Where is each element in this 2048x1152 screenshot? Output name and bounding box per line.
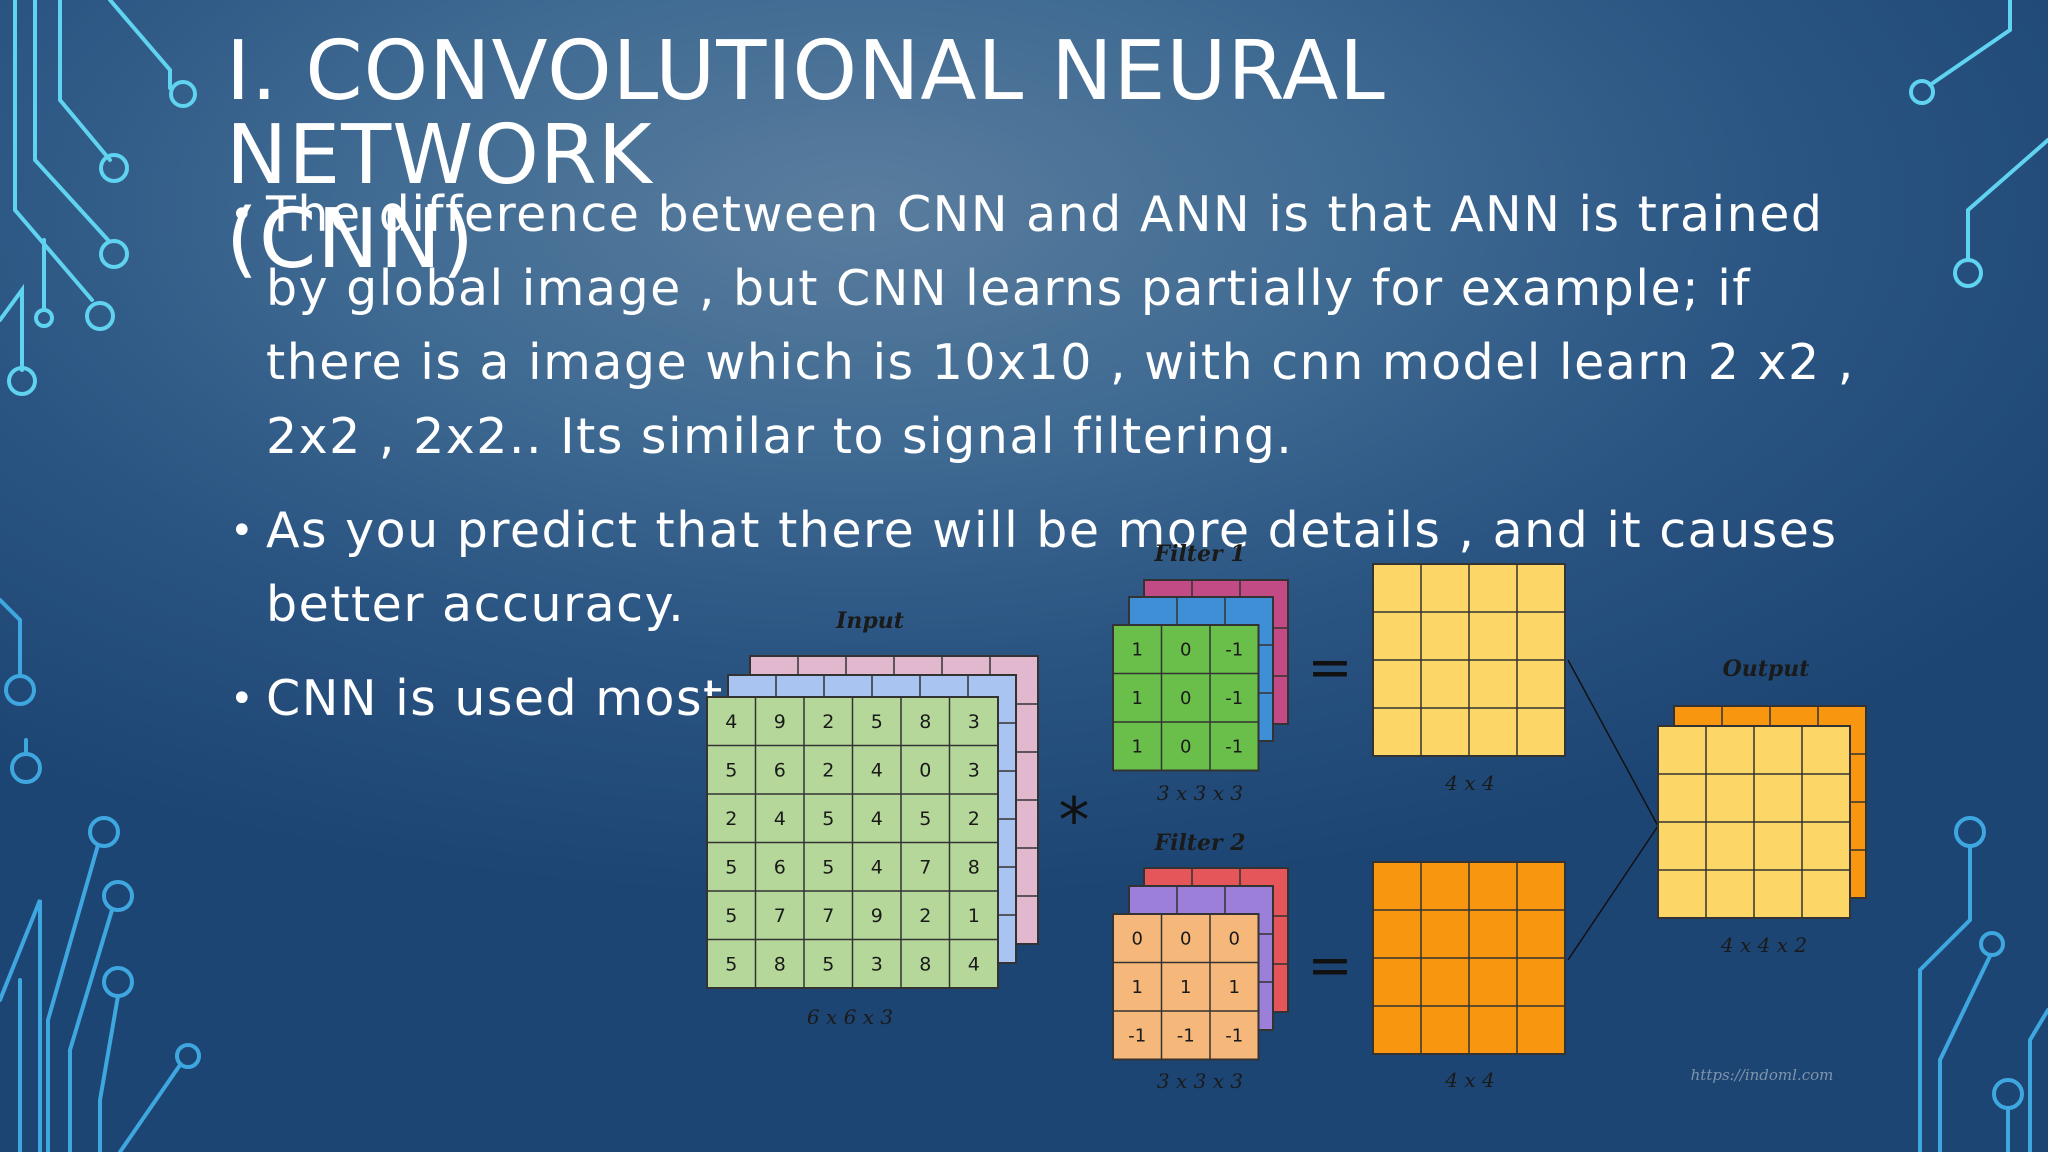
filter2-layer-front-cell: 1: [1132, 977, 1143, 998]
input-dims-label: 6 x 6 x 3: [807, 1005, 893, 1029]
input-layer-front-cell: 9: [871, 905, 883, 927]
bullet-dot-icon: •: [230, 508, 256, 554]
result2-grid: [1372, 861, 1566, 1055]
input-layer-front-cell: 2: [968, 808, 980, 830]
filter2-layer-front-cell: -1: [1128, 1026, 1146, 1047]
filter1-layer-front-cell: 1: [1132, 737, 1143, 758]
input-layer-front-cell: 3: [968, 711, 980, 733]
filter1-layer-front-cell: -1: [1225, 737, 1243, 758]
input-layer-front-cell: 4: [871, 760, 883, 782]
input-layer-front-cell: 5: [871, 711, 883, 733]
input-layer-front-cell: 7: [774, 905, 786, 927]
filter2-layer-front-cell: 1: [1180, 977, 1191, 998]
filter2-dims-label: 3 x 3 x 3: [1157, 1069, 1243, 1093]
input-layer-front-cell: 5: [919, 808, 931, 830]
filter2-layer-front-cell: 0: [1229, 929, 1240, 950]
output-dims-label: 4 x 4 x 2: [1720, 933, 1807, 957]
result2-dims-label: 4 x 4: [1444, 1068, 1494, 1092]
equals-symbol-2: =: [1307, 934, 1352, 997]
input-layer-front-cell: 4: [968, 954, 980, 976]
result1-grid: [1372, 563, 1566, 757]
filter1-dims-label: 3 x 3 x 3: [1157, 781, 1243, 805]
filter1-layer-front-cell: -1: [1225, 688, 1243, 709]
filter2-layer-front-cell: 0: [1132, 929, 1143, 950]
input-layer-front-cell: 8: [919, 711, 931, 733]
watermark-text: https://indoml.com: [1691, 1066, 1834, 1084]
filter1-layer-front-bg: [1112, 624, 1260, 772]
slide-title-line2: (CNN): [226, 192, 475, 287]
input-layer-front-cell: 0: [919, 760, 931, 782]
filter2-layer-front: 0 0 0 1 1 1 -1 -1 -1: [1112, 913, 1260, 1061]
filter2-layer-front-cell: -1: [1225, 1026, 1243, 1047]
input-layer-front-cell: 5: [725, 905, 737, 927]
output-layer-front: [1657, 725, 1851, 919]
equals-symbol-1: =: [1307, 636, 1352, 699]
filter2-label: Filter 2: [1153, 830, 1245, 856]
bullet-item: • The difference between CNN and ANN is …: [226, 178, 1876, 474]
input-layer-front-cell: 5: [725, 857, 737, 879]
input-layer-front-cell: 8: [774, 954, 786, 976]
input-layer-front-cell: 5: [822, 857, 834, 879]
filter1-layer-front-cell: 1: [1132, 640, 1143, 661]
input-layer-front-cell: 6: [774, 760, 786, 782]
input-layer-front: 4 9 2 5 8 3 5 6 2 4 0 3 2 4 5 4 5 2 5 6 5 4 7 8 5 7 7 9 2 1 5 8 5 3 8 4: [706, 696, 999, 989]
convolution-symbol: *: [1059, 784, 1090, 857]
input-layer-front-cell: 2: [725, 808, 737, 830]
bullet-dot-icon: •: [230, 192, 256, 238]
input-layer-front-cell: 2: [919, 905, 931, 927]
bullet-text: The difference between CNN and ANN is th…: [266, 186, 1855, 465]
filter1-layer-front-cell: 0: [1180, 737, 1191, 758]
input-layer-front-cell: 7: [822, 905, 834, 927]
filter2-layer-front-cell: 1: [1229, 977, 1240, 998]
bullet-text: As you predict that there will be more d…: [266, 502, 1838, 633]
input-layer-front-cell: 4: [774, 808, 786, 830]
input-layer-front-cell: 5: [725, 760, 737, 782]
input-layer-front-cell: 4: [725, 711, 737, 733]
input-layer-front-cell: 3: [968, 760, 980, 782]
input-layer-front-cell: 8: [968, 857, 980, 879]
input-layer-front-cell: 7: [919, 857, 931, 879]
filter2-layer-front-cell: -1: [1177, 1026, 1195, 1047]
filter1-layer-front-cell: 0: [1180, 688, 1191, 709]
slide-title-line1: I. CONVOLUTIONAL NEURAL NETWORK: [226, 24, 1386, 203]
input-layer-front-cell: 8: [919, 954, 931, 976]
bullet-dot-icon: •: [230, 676, 256, 722]
input-layer-front-cell: 4: [871, 857, 883, 879]
input-layer-front-cell: 9: [774, 711, 786, 733]
filter2-layer-front-bg: [1112, 913, 1260, 1061]
input-layer-front-cell: 2: [822, 711, 834, 733]
arrow-result2-output: [1567, 825, 1659, 961]
input-layer-front-cell: 3: [871, 954, 883, 976]
input-layer-front-cell: 5: [725, 954, 737, 976]
filter1-layer-front-cell: 1: [1132, 688, 1143, 709]
result1-dims-label: 4 x 4: [1444, 771, 1494, 795]
filter2-layer-front-cell: 0: [1180, 929, 1191, 950]
bullet-item: • As you predict that there will be more…: [226, 494, 1876, 642]
slide-title: I. CONVOLUTIONAL NEURAL NETWORK (CNN): [226, 30, 1826, 282]
filter1-label: Filter 1: [1153, 541, 1245, 567]
input-layer-front-cell: 2: [822, 760, 834, 782]
input-layer-front-cell: 4: [871, 808, 883, 830]
input-layer-front-cell: 5: [822, 808, 834, 830]
arrow-result1-output: [1567, 659, 1659, 827]
filter1-layer-front-cell: 0: [1180, 640, 1191, 661]
input-label: Input: [835, 608, 904, 634]
input-layer-front-cell: 6: [774, 857, 786, 879]
filter1-layer-front-cell: -1: [1225, 640, 1243, 661]
input-layer-front-cell: 1: [968, 905, 980, 927]
filter1-layer-front: 1 0 -1 1 0 -1 1 0 -1: [1112, 624, 1260, 772]
input-layer-front-cell: 5: [822, 954, 834, 976]
output-label: Output: [1723, 656, 1810, 682]
